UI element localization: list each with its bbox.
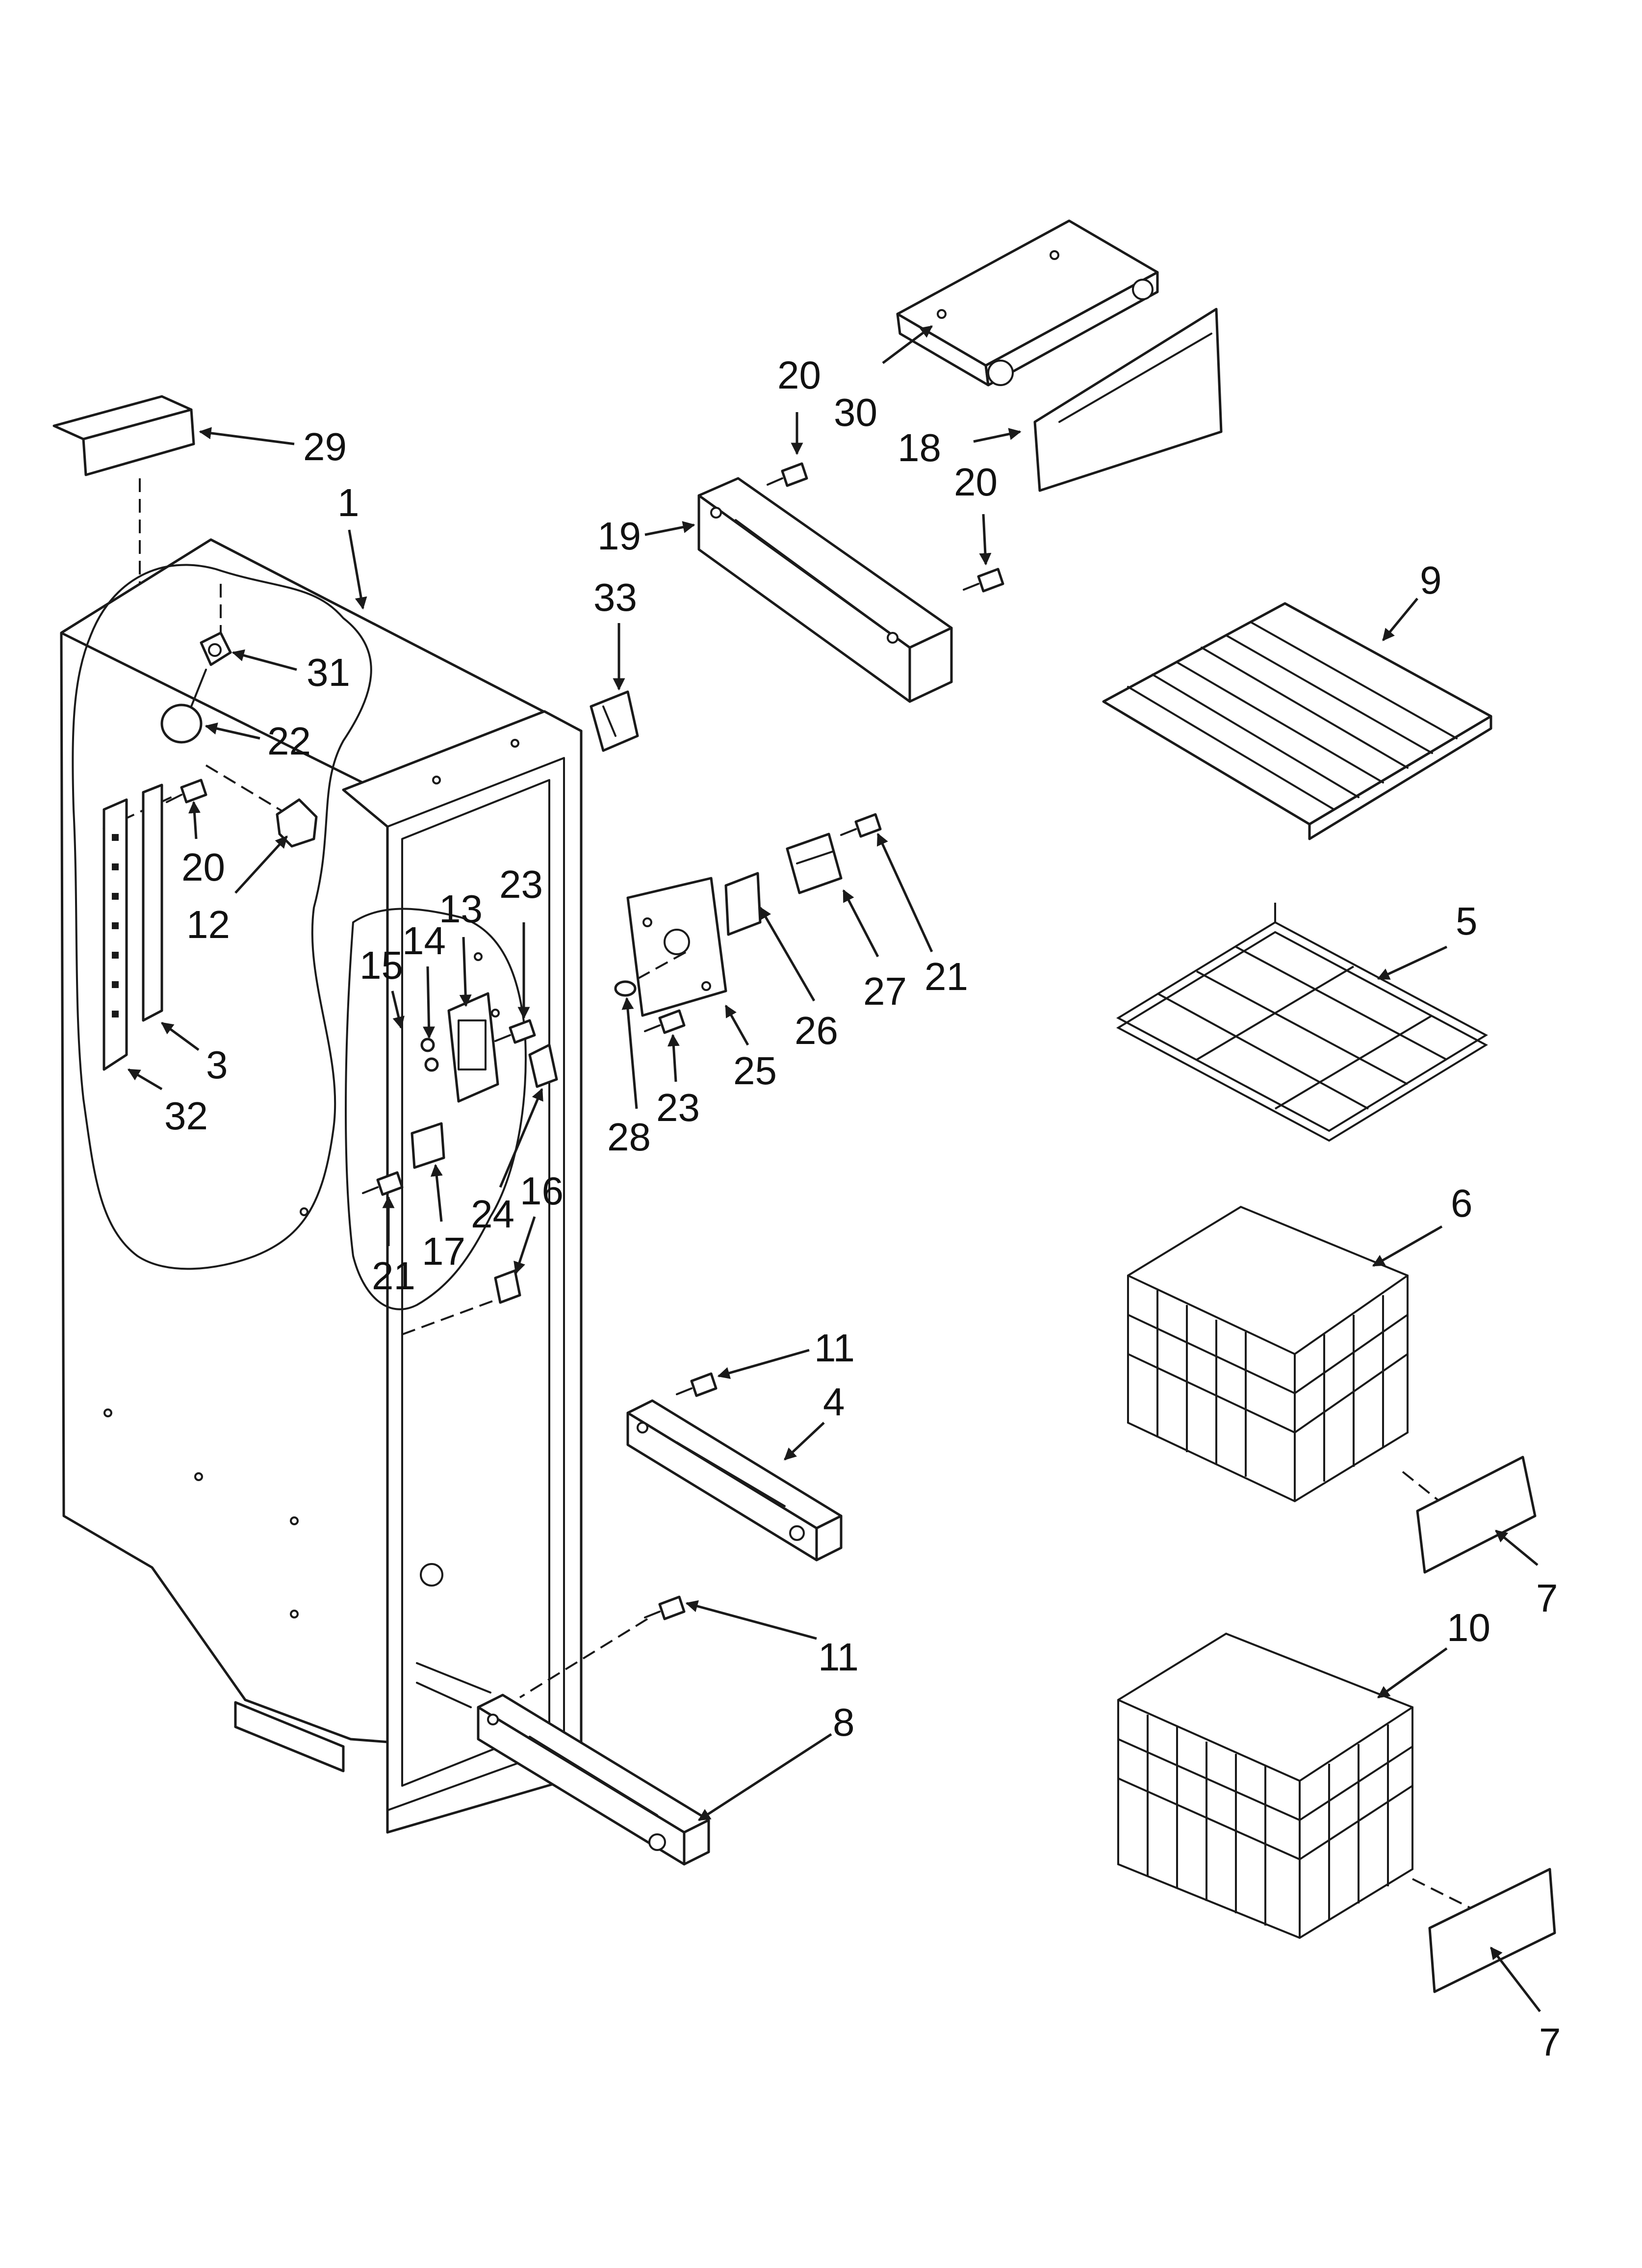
part-3-rail [142,783,163,1022]
part-22-light-bulb [160,669,207,744]
callout-17: 17 [422,1229,465,1273]
part-25-damper-plate [626,877,727,1017]
part-30-hinge-cap [896,219,1159,387]
part-32-rail [103,798,128,1071]
part-10-basket [1117,1632,1472,1939]
callout-11-upper: 11 [814,1326,855,1370]
part-24-bracket [528,1043,558,1088]
part-20-screw-left [166,779,207,804]
part-28-pin [614,980,637,997]
callout-18: 18 [898,426,941,469]
part-14-clip [420,1038,439,1072]
part-19-channel [697,477,953,703]
part-20-screw-top [767,462,808,487]
part-27-board [786,833,843,894]
part-4-cover [626,1399,843,1562]
part-12-bracket [276,798,318,848]
callout-25: 25 [733,1049,777,1093]
callout-16: 16 [520,1169,564,1213]
callout-labels: 29 1 31 22 20 12 3 32 15 14 13 23 17 21 … [164,353,1561,2064]
part-7-basket-front-upper [1416,1456,1537,1574]
callout-8: 8 [833,1700,855,1744]
callout-30: 30 [834,391,877,434]
part-7-basket-front-lower [1428,1868,1556,1993]
callout-6: 6 [1451,1181,1473,1225]
callout-20-left: 20 [181,845,225,889]
part-5-wire-shelf [1116,903,1488,1142]
part-33-clip [590,690,639,752]
part-8-bottom-cover [477,1694,710,1866]
callout-13: 13 [439,887,483,931]
leader-arrows [127,325,1541,2012]
callout-26: 26 [795,1009,838,1052]
callout-15: 15 [359,943,403,987]
part-9-shelf [1102,602,1492,840]
callout-22: 22 [267,719,311,763]
callout-1: 1 [337,481,359,524]
part-1-freezer-liner [60,538,583,1834]
part-23-screw-damper [637,951,687,1034]
part-23-screw-control [494,1019,536,1044]
callout-12: 12 [186,903,230,946]
callout-9: 9 [1420,558,1442,602]
part-20-screw-right [963,568,1004,593]
part-26-bracket [724,872,762,936]
part-31-light-socket [200,631,232,666]
callout-11-lower: 11 [818,1635,859,1679]
part-11-screw-lower [519,1595,686,1698]
part-21-screw-left [362,1171,404,1196]
part-17-board [410,1122,445,1169]
callout-20-right: 20 [954,460,998,504]
callout-21-left: 21 [372,1254,415,1298]
part-13-control-housing [447,992,499,1103]
part-18-flap [1033,308,1223,492]
callout-23-upper: 23 [499,862,543,906]
part-21-screw-right [840,813,882,838]
part-29-top-trim [52,395,195,657]
callout-23-lower: 23 [656,1086,700,1129]
callout-33: 33 [593,575,637,619]
callout-5: 5 [1456,899,1478,943]
callout-3: 3 [206,1043,228,1087]
callout-7-upper: 7 [1536,1576,1558,1620]
callout-21-right: 21 [924,955,968,998]
callout-7-lower: 7 [1539,2020,1561,2064]
callout-14: 14 [402,919,446,963]
part-11-screw-upper [676,1372,718,1397]
callout-4: 4 [823,1380,845,1424]
callout-27: 27 [863,969,907,1013]
callout-10: 10 [1447,1606,1490,1649]
callout-29: 29 [303,425,347,469]
callout-24: 24 [471,1192,514,1236]
callout-19: 19 [597,514,641,558]
callout-31: 31 [307,651,350,694]
callout-32: 32 [164,1094,208,1138]
callout-20-top: 20 [777,353,821,397]
part-16-switch [494,1269,521,1304]
callout-28: 28 [607,1115,651,1159]
part-6-basket [1127,1205,1453,1512]
